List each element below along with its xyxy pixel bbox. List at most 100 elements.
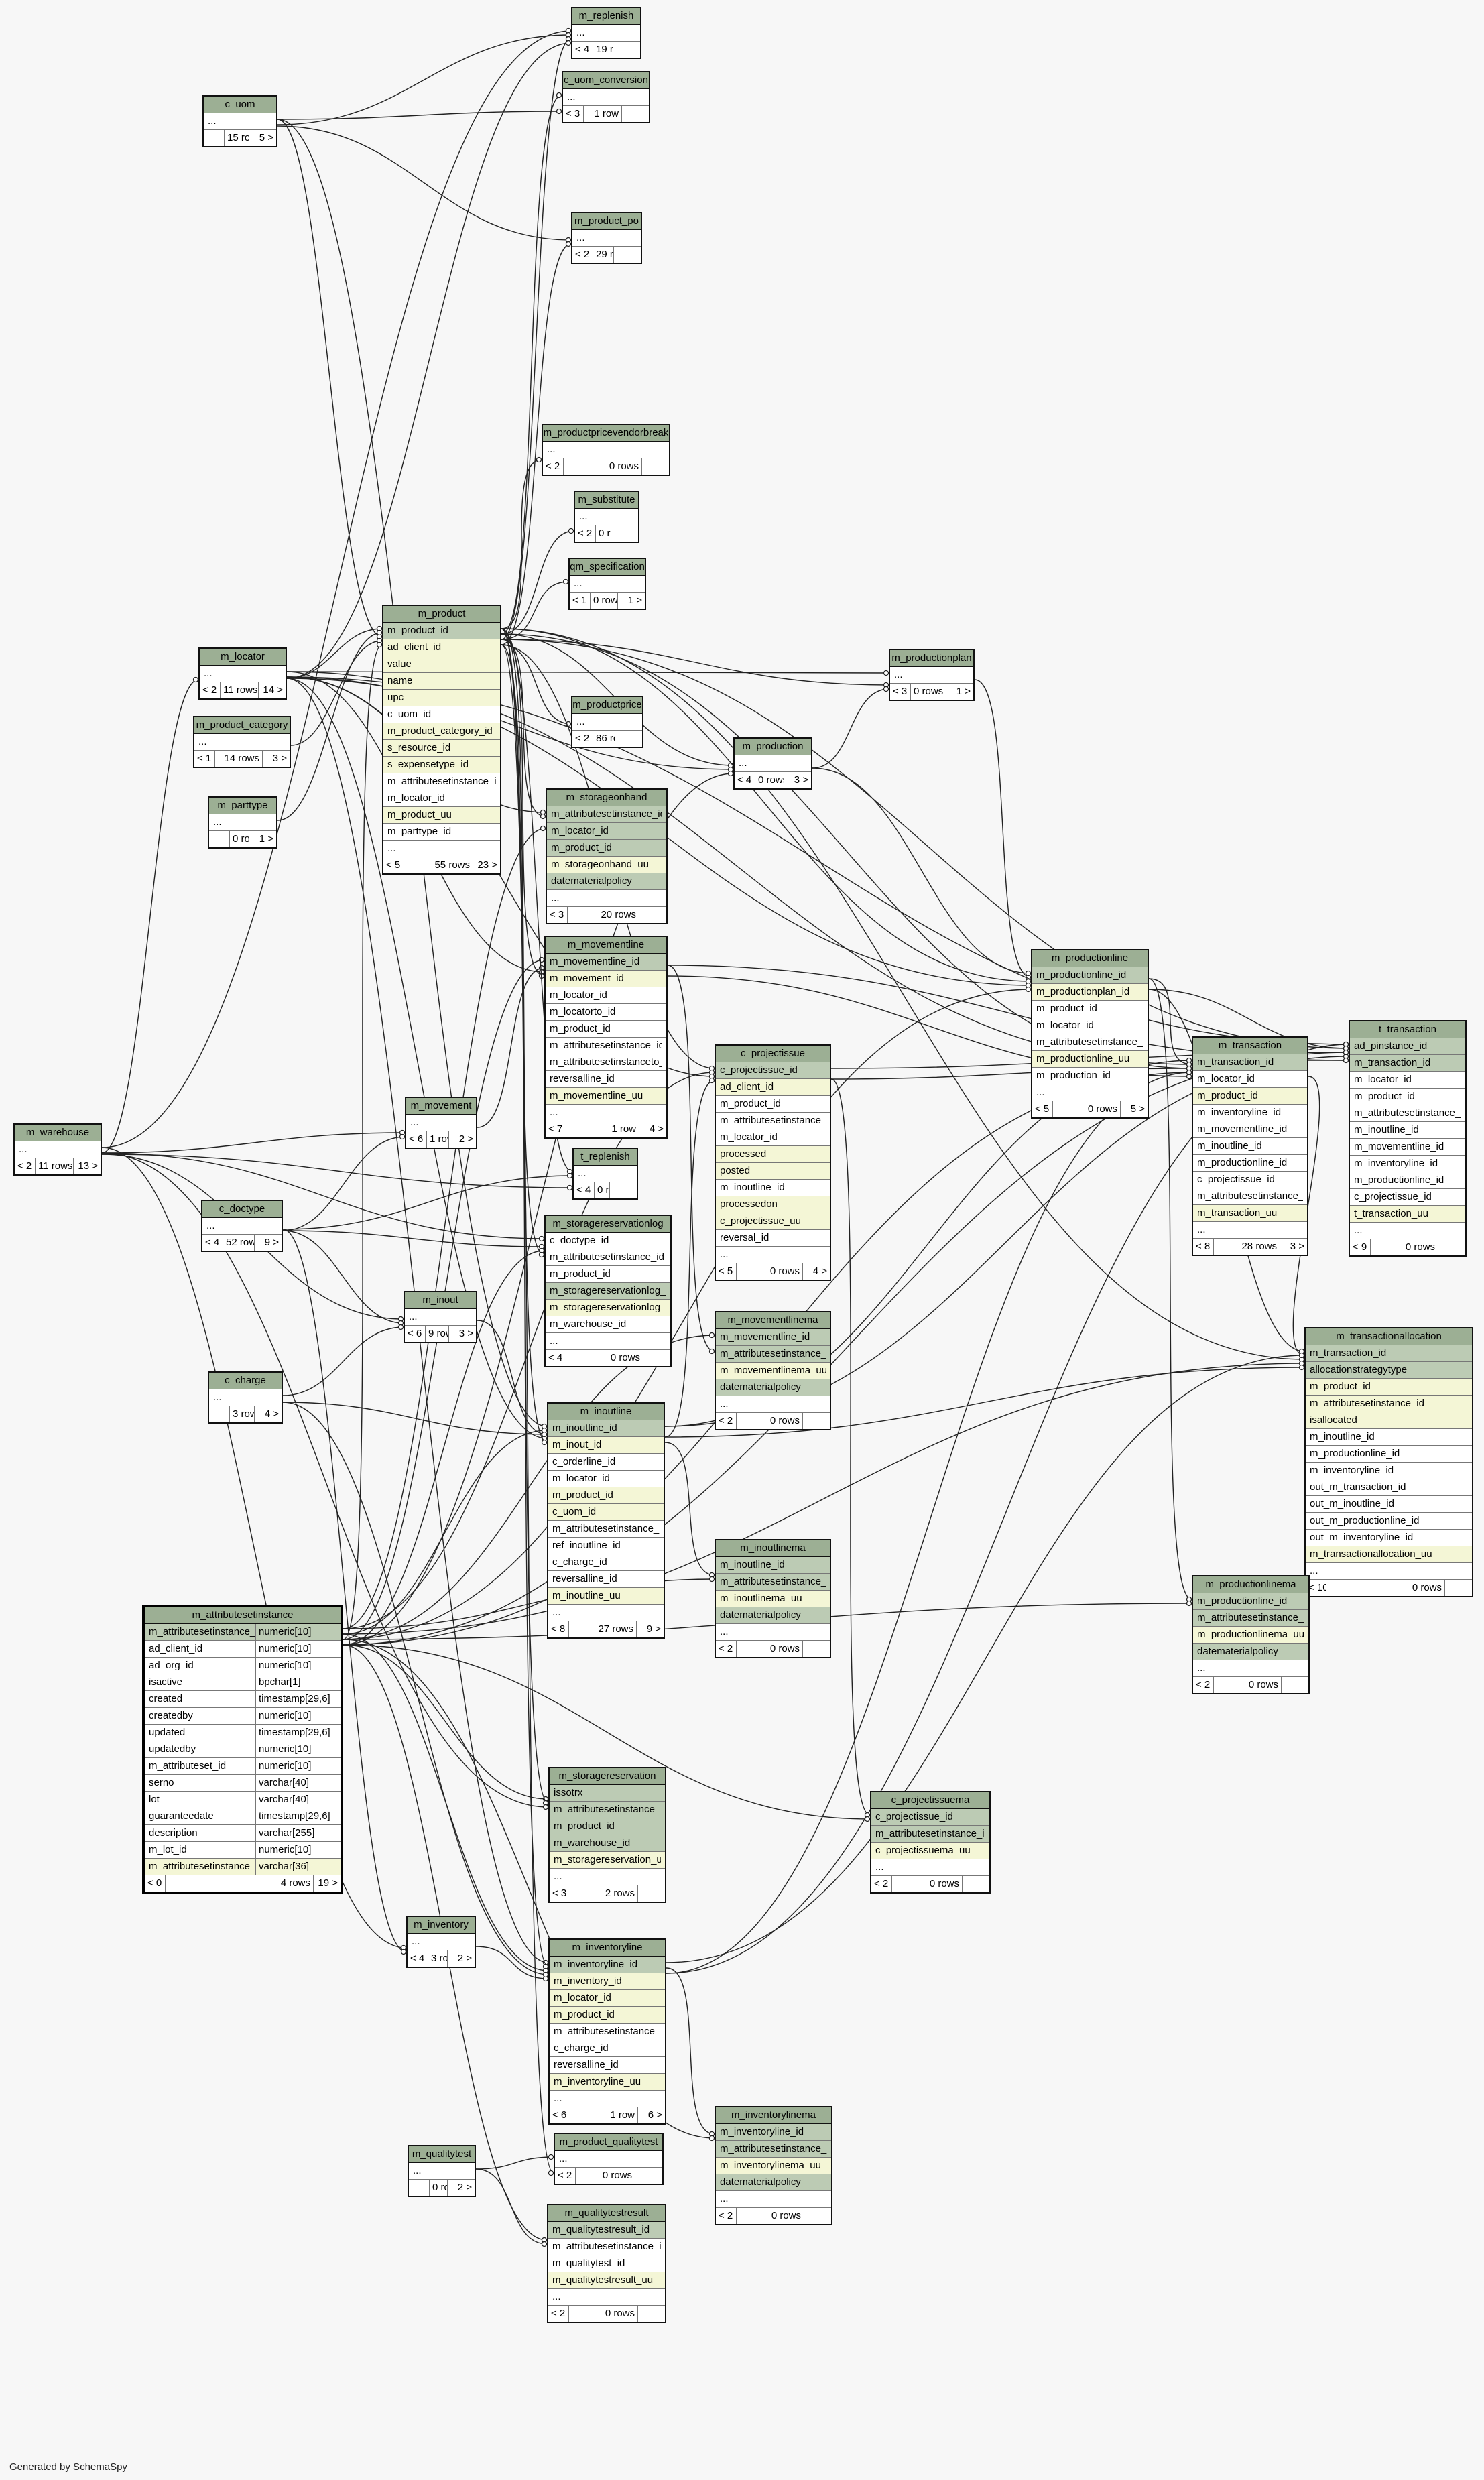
column-row[interactable]: c_projectissue_id: [871, 1809, 989, 1826]
column-row[interactable]: name: [383, 673, 500, 690]
children-count[interactable]: [613, 42, 640, 58]
table-t-replenish[interactable]: t_replenish...< 40 rows: [572, 1148, 638, 1200]
column-row[interactable]: out_m_transaction_id: [1306, 1479, 1472, 1496]
table-header[interactable]: m_inoutlinema: [716, 1540, 830, 1557]
column-ellipsis[interactable]: ...: [1032, 1084, 1148, 1101]
parents-count[interactable]: < 2: [15, 1158, 36, 1174]
column-row[interactable]: m_movementlinema_uu: [716, 1363, 830, 1379]
children-count[interactable]: [638, 1885, 665, 1902]
children-count[interactable]: 13 >: [78, 1160, 98, 1172]
table-header[interactable]: m_parttype: [209, 798, 276, 814]
column-row[interactable]: m_attributesetinstance_id: [871, 1826, 989, 1843]
column-row[interactable]: out_m_inoutline_id: [1306, 1496, 1472, 1513]
column-row[interactable]: m_attributesetinstance_id: [547, 806, 666, 823]
table-header[interactable]: m_product_category: [194, 717, 290, 734]
children-count[interactable]: 3 >: [458, 1328, 473, 1339]
column-row[interactable]: isallocated: [1306, 1412, 1472, 1429]
children-count[interactable]: 2 >: [457, 2182, 472, 2193]
column-ellipsis[interactable]: ...: [871, 1859, 989, 1876]
column-row[interactable]: m_storagereservationlog_uu: [546, 1300, 670, 1316]
column-ellipsis[interactable]: ...: [408, 1934, 475, 1950]
children-count[interactable]: 19 >: [318, 1877, 338, 1889]
column-ellipsis[interactable]: ...: [890, 667, 973, 684]
column-row[interactable]: m_attributesetinstance_id: [716, 2141, 831, 2158]
column-row[interactable]: m_production_id: [1032, 1068, 1148, 1084]
table-header[interactable]: m_storageonhand: [547, 790, 666, 806]
parents-count[interactable]: [209, 831, 230, 847]
parents-count[interactable]: < 4: [546, 1350, 566, 1366]
table-header[interactable]: m_storagereservationlog: [546, 1216, 670, 1233]
children-count[interactable]: [638, 2306, 665, 2322]
column-row[interactable]: m_inventoryline_id: [1350, 1156, 1465, 1172]
column-row[interactable]: m_warehouse_id: [550, 1835, 665, 1852]
parents-count[interactable]: [409, 2180, 430, 2196]
parents-count[interactable]: < 5: [1032, 1101, 1053, 1117]
column-row[interactable]: m_qualitytestresult_id: [548, 2222, 665, 2239]
column-ellipsis[interactable]: ...: [572, 230, 641, 247]
column-ellipsis[interactable]: ...: [735, 755, 811, 772]
children-count[interactable]: [804, 2208, 831, 2224]
parents-count[interactable]: < 2: [543, 458, 564, 475]
parents-count[interactable]: < 2: [575, 525, 596, 542]
table-header[interactable]: c_uom: [204, 97, 276, 113]
children-count[interactable]: 5 >: [1130, 1103, 1145, 1115]
column-row[interactable]: m_product_category_id: [383, 723, 500, 740]
column-row[interactable]: m_inoutline_id: [1193, 1138, 1307, 1155]
column-row[interactable]: m_attributesetinstance_id: [1306, 1396, 1472, 1412]
column-row[interactable]: m_inoutline_uu: [548, 1588, 664, 1605]
column-row[interactable]: ad_client_id: [716, 1079, 830, 1096]
column-row[interactable]: c_orderline_id: [548, 1454, 664, 1471]
column-row[interactable]: m_locator_id: [716, 1129, 830, 1146]
column-row[interactable]: ad_pinstance_id: [1350, 1038, 1465, 1055]
column-row[interactable]: m_product_id: [546, 1266, 670, 1283]
children-count[interactable]: 1 >: [259, 833, 273, 845]
parents-count[interactable]: [204, 130, 225, 146]
table-header[interactable]: m_movement: [406, 1098, 476, 1115]
column-row[interactable]: m_locator_id: [548, 1471, 664, 1487]
column-row[interactable]: m_inoutline_id: [1306, 1429, 1472, 1446]
column-row[interactable]: m_movement_id: [546, 971, 666, 987]
column-row[interactable]: m_inventory_id: [550, 1973, 665, 1990]
column-row[interactable]: m_storagereservationlog_id: [546, 1283, 670, 1300]
parents-count[interactable]: < 7: [546, 1121, 566, 1137]
parents-count[interactable]: < 4: [408, 1950, 428, 1967]
column-row[interactable]: c_projectissue_id: [716, 1062, 830, 1079]
column-row[interactable]: m_productionlinema_uu: [1193, 1627, 1308, 1644]
column-ellipsis[interactable]: ...: [550, 1869, 665, 1885]
parents-count[interactable]: < 2: [572, 731, 593, 747]
table-header[interactable]: m_locator: [200, 649, 286, 666]
column-row[interactable]: m_inventoryline_uu: [550, 2074, 665, 2091]
table-header[interactable]: m_attributesetinstance: [145, 1607, 341, 1624]
column-ellipsis[interactable]: ...: [572, 714, 642, 731]
column-row[interactable]: t_transaction_uu: [1350, 1206, 1465, 1223]
column-row[interactable]: m_product_id: [547, 840, 666, 857]
children-count[interactable]: [635, 2168, 662, 2184]
table-m-product-po[interactable]: m_product_po...< 229 rows: [571, 212, 642, 264]
column-row[interactable]: m_productionline_id: [1193, 1155, 1307, 1172]
children-count[interactable]: [639, 907, 666, 923]
column-row[interactable]: m_attributesetinstance_id: [1193, 1610, 1308, 1627]
column-row[interactable]: m_productionline_id: [1193, 1593, 1308, 1610]
table-header[interactable]: m_inoutline: [548, 1404, 664, 1420]
column-row[interactable]: m_attributesetinstance_id: [1350, 1105, 1465, 1122]
column-row[interactable]: m_product_id: [1350, 1089, 1465, 1105]
parents-count[interactable]: < 2: [572, 247, 593, 263]
table-header[interactable]: m_productionplan: [890, 650, 973, 667]
column-row[interactable]: datematerialpolicy: [716, 2174, 831, 2191]
column-row[interactable]: m_inventorylinema_uu: [716, 2158, 831, 2174]
table-m-replenish[interactable]: m_replenish...< 419 rows: [571, 7, 641, 59]
parents-count[interactable]: < 6: [406, 1131, 427, 1148]
parents-count[interactable]: < 5: [716, 1263, 737, 1280]
